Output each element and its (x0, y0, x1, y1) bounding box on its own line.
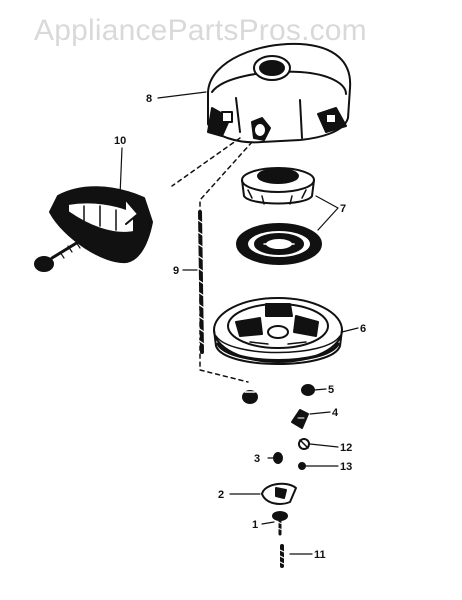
part-7-spring-cup[interactable] (241, 167, 315, 205)
handle-screw[interactable] (34, 234, 90, 272)
callout-1: 1 (252, 519, 258, 531)
callout-11: 11 (314, 549, 326, 561)
part-5[interactable] (301, 384, 315, 396)
part-12-spring[interactable] (298, 438, 310, 450)
callout-3: 3 (254, 453, 260, 465)
callout-6: 6 (360, 323, 366, 335)
part-9-starter-rope[interactable] (197, 210, 205, 354)
callout-7: 7 (340, 203, 346, 215)
part-4-pawl[interactable] (291, 409, 309, 429)
part-7-recoil-spring[interactable] (236, 223, 322, 265)
part-11-screw[interactable] (279, 544, 285, 568)
callout-8: 8 (146, 93, 152, 105)
callout-5: 5 (328, 384, 334, 396)
part-6-pulley[interactable] (213, 297, 343, 365)
part-13[interactable] (298, 462, 306, 470)
pulley-bolt[interactable] (242, 390, 258, 404)
watermark-logo: AppliancePartsPros.com (34, 14, 367, 47)
callout-12: 12 (340, 442, 352, 454)
part-8-housing[interactable] (207, 42, 352, 144)
callout-4: 4 (332, 407, 339, 419)
part-2-retainer[interactable] (261, 482, 297, 505)
part-3[interactable] (273, 452, 283, 464)
callout-10: 10 (114, 135, 126, 147)
callout-9: 9 (173, 265, 179, 277)
callout-2: 2 (218, 489, 224, 501)
part-1-screw[interactable] (272, 511, 288, 536)
callout-13: 13 (340, 461, 352, 473)
